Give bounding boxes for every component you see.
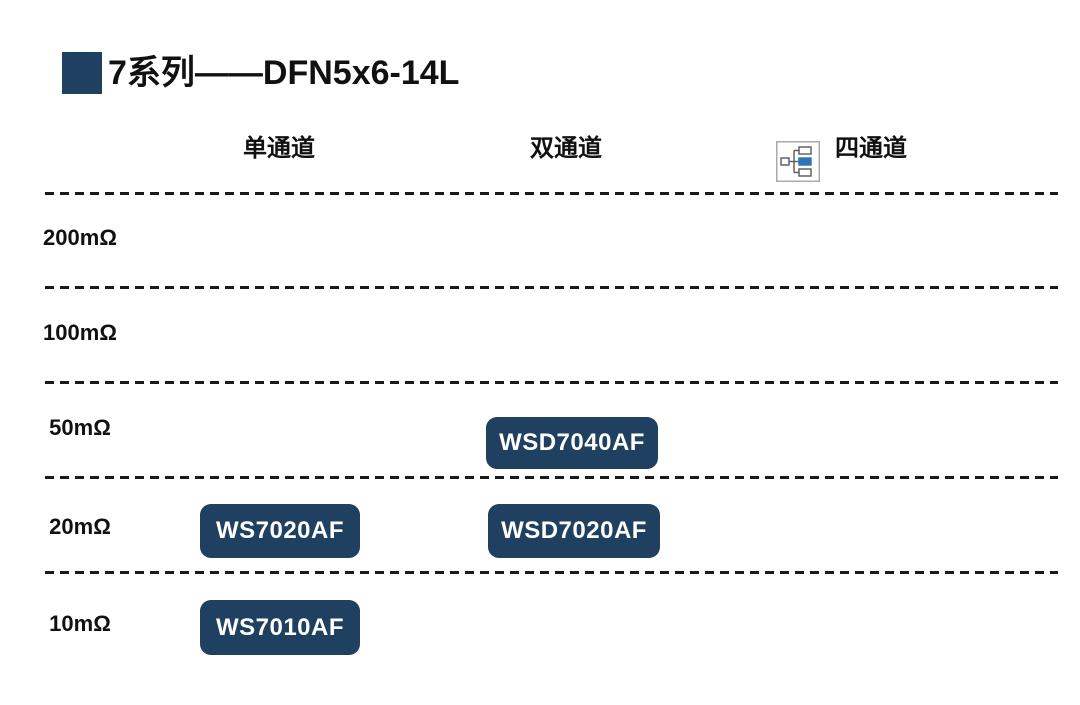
- row-label-20mohm: 20mΩ: [49, 514, 111, 539]
- product-badge-wsd7040af: WSD7040AF: [486, 417, 658, 469]
- column-header-single-channel: 单通道: [243, 135, 315, 162]
- dashed-divider: [45, 571, 1058, 574]
- title-row: 7系列——DFN5x6-14L: [62, 50, 459, 96]
- row-label-50mohm: 50mΩ: [49, 415, 111, 440]
- dashed-divider: [45, 476, 1058, 479]
- title-bullet-square: [62, 52, 102, 94]
- column-header-quad-channel: 四通道: [835, 135, 907, 162]
- dashed-divider: [45, 286, 1058, 289]
- column-header-dual-channel: 双通道: [530, 135, 602, 162]
- product-badge-ws7020af: WS7020AF: [200, 504, 360, 558]
- product-badge-ws7010af: WS7010AF: [200, 600, 360, 655]
- row-label-100mohm: 100mΩ: [43, 320, 117, 345]
- row-label-200mohm: 200mΩ: [43, 225, 117, 250]
- product-badge-wsd7020af: WSD7020AF: [488, 504, 660, 558]
- page-title: 7系列——DFN5x6-14L: [108, 54, 460, 92]
- row-label-10mohm: 10mΩ: [49, 611, 111, 636]
- dashed-divider: [45, 192, 1058, 195]
- hierarchy-icon: [776, 141, 820, 182]
- dashed-divider: [45, 381, 1058, 384]
